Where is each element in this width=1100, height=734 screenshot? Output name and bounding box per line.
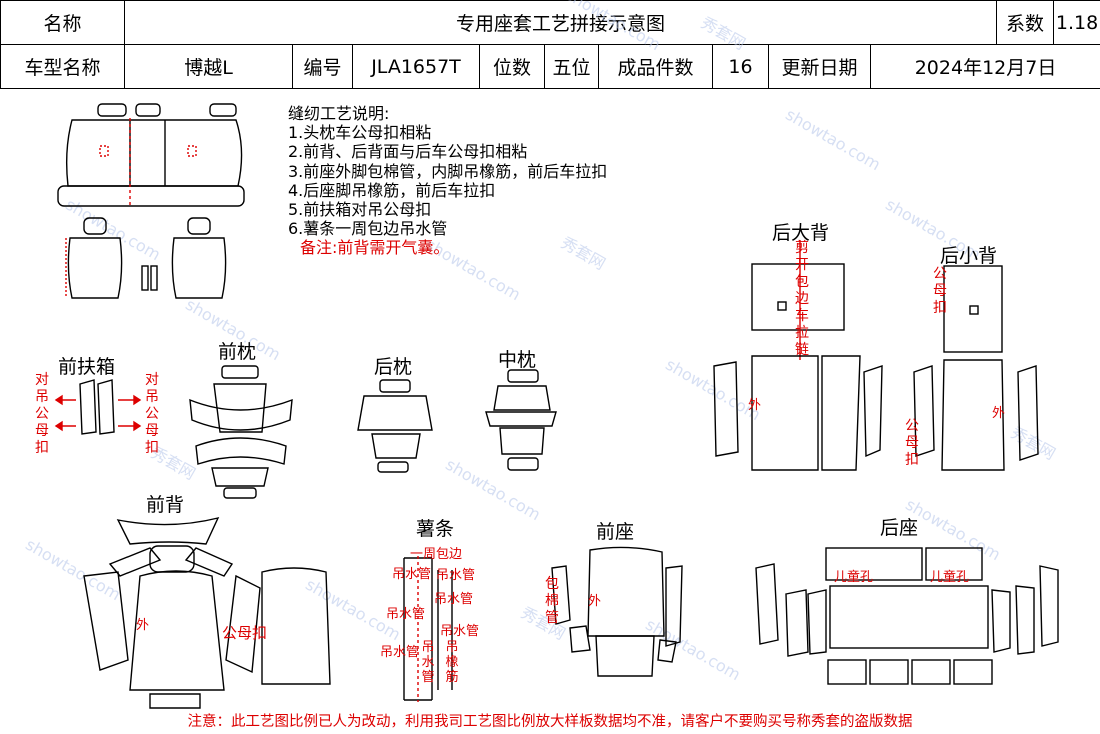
part-label-rear-seat: 后座 [880, 517, 919, 539]
front-pillow-parts [189, 365, 293, 499]
front-seat-parts [551, 546, 683, 677]
annotation-rubber-vertical: 吊橡筋 [445, 640, 459, 685]
notes-remark: 备注:前背需开气囊。 [300, 238, 450, 258]
annotation-water-tube: 吊水管 [440, 624, 480, 639]
annotation-water-tube: 吊水管 [386, 607, 426, 622]
part-label-rear-small-back: 后小背 [940, 245, 998, 267]
annotation-gongmu-top: 公母扣 [933, 266, 947, 316]
overview-front-seats-figure [65, 217, 227, 299]
footer-notice: 注意：此工艺图比例已人为改动，利用我司工艺图比例放大样板数据均不准，请客户不要购… [187, 714, 913, 730]
sheet-title: 专用座套工艺拼接示意图 [123, 0, 998, 45]
part-label-mid-pillow: 中枕 [498, 349, 537, 371]
rear-big-back-parts [713, 240, 883, 471]
code-value: JLA1657T [352, 44, 480, 89]
annotation-gongmukou: 公母扣 [222, 624, 268, 642]
date-value: 2024年12月7日 [869, 44, 1100, 89]
annotation-wai-front-seat: 外 [588, 594, 602, 609]
coef-value: 1.18 [1053, 0, 1100, 45]
note-item: 5.前扶箱对吊公母扣 [288, 200, 432, 220]
front-back-parts [83, 516, 331, 709]
note-item: 6.薯条一周包边吊水管 [288, 219, 448, 239]
annotation-duidiao-left: 对吊公母扣 [35, 372, 49, 456]
mid-pillow-parts [485, 369, 557, 471]
seat-label: 位数 [479, 44, 545, 89]
note-item: 4.后座脚吊橡筋，前后车拉扣 [288, 180, 496, 200]
annotation-wai-big-back: 外 [748, 398, 762, 413]
note-item: 3.前座外脚包棉管，内脚吊橡筋，前后车拉扣 [288, 161, 608, 181]
note-item: 2.前背、后背面与后车公母扣相粘 [288, 142, 528, 162]
date-label: 更新日期 [768, 44, 871, 89]
strip-parts [403, 556, 453, 702]
code-label: 编号 [292, 44, 353, 89]
annotation-water-tube: 吊水管 [436, 568, 476, 583]
annotation-edge-wrap: 一周包边 [410, 547, 463, 562]
rear-pillow-parts [357, 379, 433, 473]
part-label-front-pillow: 前枕 [218, 341, 257, 363]
notes-title: 缝纫工艺说明: [288, 104, 390, 123]
seat-value: 五位 [544, 44, 599, 89]
annotation-gongmu-bottom: 公母扣 [905, 418, 919, 468]
rear-seat-parts [755, 547, 1059, 685]
note-item: 1.头枕车公母扣相粘 [288, 123, 432, 143]
annotation-water-tube: 吊水管 [392, 567, 432, 582]
annotation-wai-front-back: 外 [136, 618, 150, 633]
annotation-cut-open: 剪开包边车拉链 [795, 240, 809, 358]
process-notes: 缝纫工艺说明: 1.头枕车公母扣相粘 2.前背、后背面与后车公母扣相粘 3.前座… [288, 104, 607, 258]
part-label-rear-big-back: 后大背 [772, 222, 830, 244]
annotation-child-seat-left: 儿童孔 [834, 570, 874, 585]
annotation-child-seat-right: 儿童孔 [930, 570, 970, 585]
part-label-rear-pillow: 后枕 [374, 356, 413, 378]
part-label-front-armrest: 前扶箱 [58, 356, 116, 378]
annotation-cotton-tube: 包棉管 [545, 576, 559, 626]
annotation-water-tube: 吊水管 [380, 645, 420, 660]
annotation-wai-small-back: 外 [992, 406, 1006, 421]
name-label: 名称 [0, 0, 125, 45]
overview-rear-seat-figure [57, 103, 245, 207]
annotation-water-tube-vertical: 吊水管 [421, 640, 435, 685]
rear-small-back-parts [913, 265, 1039, 471]
annotation-duidiao-right: 对吊公母扣 [145, 372, 159, 456]
header-table: 名称 专用座套工艺拼接示意图 系数 1.18 车型名称 博越L 编号 JLA16… [0, 0, 1100, 89]
pieces-value: 16 [712, 44, 769, 89]
part-label-front-back: 前背 [146, 494, 185, 516]
part-label-strip: 薯条 [416, 518, 455, 540]
front-armrest-parts [54, 379, 142, 435]
annotation-water-tube: 吊水管 [434, 592, 474, 607]
part-label-front-seat: 前座 [596, 521, 635, 543]
pieces-label: 成品件数 [598, 44, 713, 89]
